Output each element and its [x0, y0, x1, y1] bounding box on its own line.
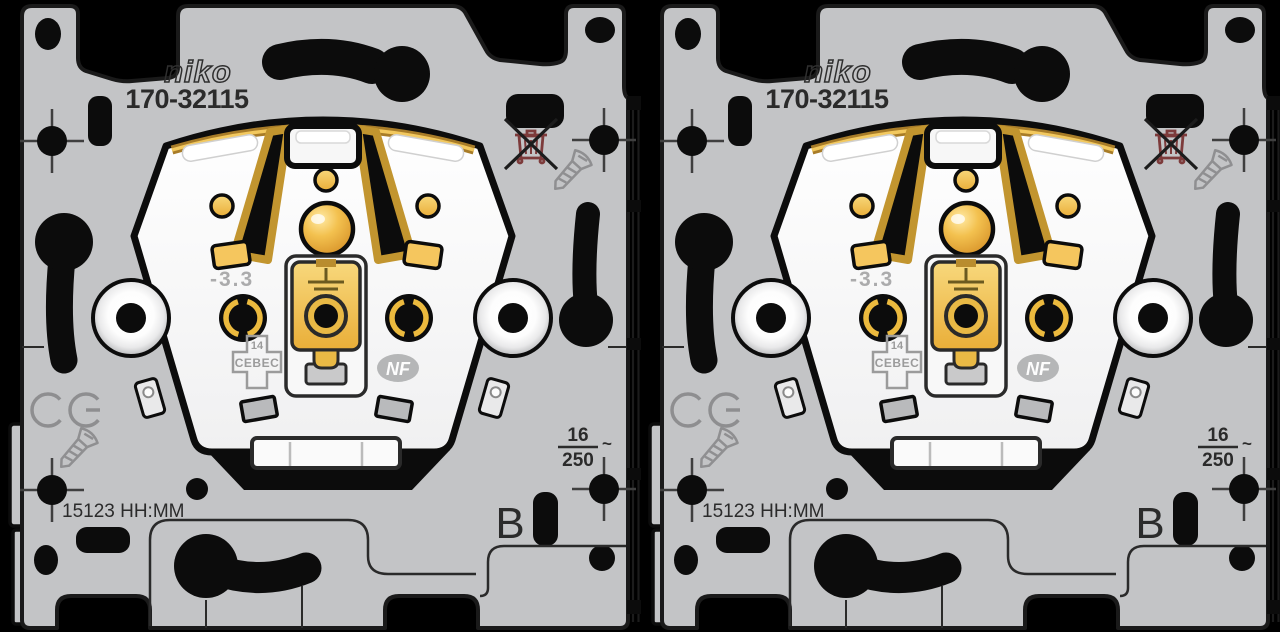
- plate-1: [10, 6, 641, 628]
- plate-2: [650, 6, 1280, 628]
